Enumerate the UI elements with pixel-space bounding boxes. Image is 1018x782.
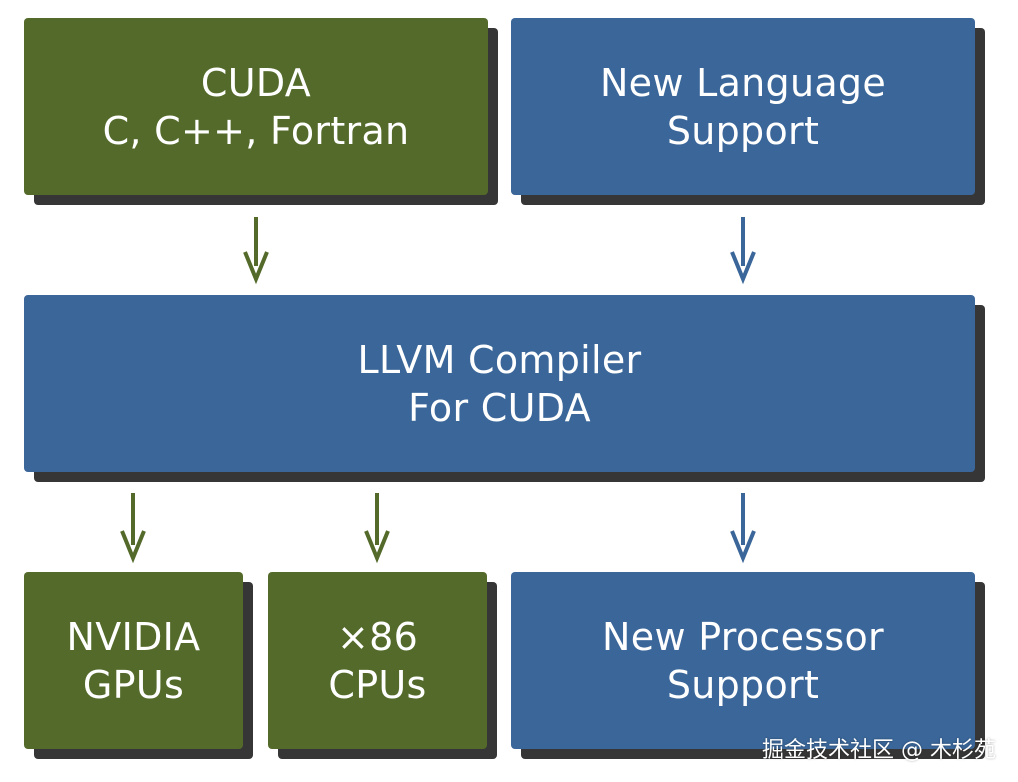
x86-cpus-box: ×86 CPUs: [268, 572, 487, 749]
cuda-box-languages: C, C++, Fortran: [102, 108, 410, 153]
nvidia-box-line2: GPUs: [82, 662, 185, 707]
nvidia-gpus-box: NVIDIA GPUs: [24, 572, 243, 749]
new-language-support-box: New Language Support: [511, 18, 975, 195]
llvm-compiler-box: LLVM Compiler For CUDA: [24, 295, 975, 472]
arrow-llvm-to-nvidia: [120, 493, 146, 564]
llvm-box-line2: For CUDA: [408, 385, 591, 430]
x86-box-line1: ×86: [336, 614, 419, 659]
arrow-llvm-to-x86: [364, 493, 390, 564]
cuda-box: CUDA C, C++, Fortran: [24, 18, 488, 195]
nvidia-box-line1: NVIDIA: [66, 614, 201, 659]
watermark: 掘金技术社区 @ 木杉苑: [762, 738, 996, 763]
cuda-box-title: CUDA: [200, 60, 312, 105]
new-processor-box-line2: Support: [666, 662, 820, 707]
arrow-new-language-to-llvm: [730, 217, 756, 285]
arrow-cuda-to-llvm: [243, 217, 269, 285]
new-language-box-line2: Support: [666, 108, 820, 153]
arrow-llvm-to-new-processor: [730, 493, 756, 564]
new-language-box-line1: New Language: [599, 60, 887, 105]
llvm-box-line1: LLVM Compiler: [357, 337, 642, 382]
new-processor-box-line1: New Processor: [602, 614, 884, 659]
x86-box-line2: CPUs: [328, 662, 427, 707]
new-processor-support-box: New Processor Support: [511, 572, 975, 749]
